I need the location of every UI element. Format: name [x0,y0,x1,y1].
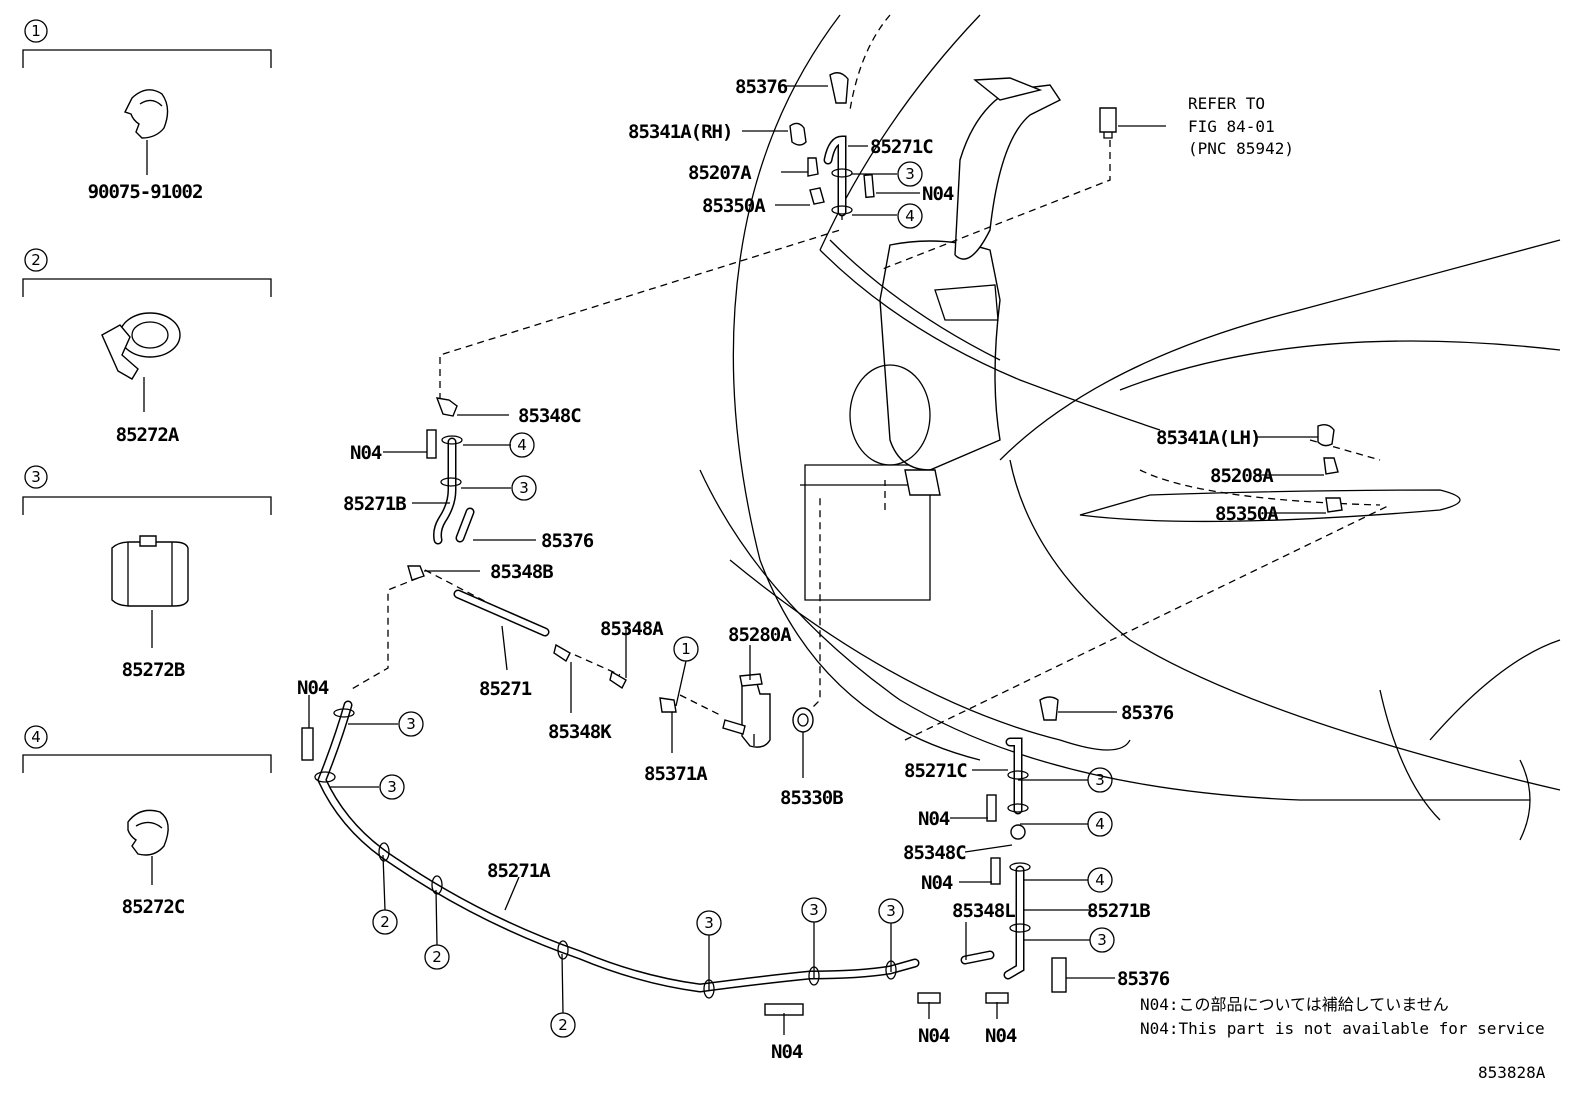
label-85280a: 85280A [728,624,792,646]
svg-text:3: 3 [387,778,397,796]
washer-tank [819,77,1161,496]
clip-clamp-icon [101,312,181,380]
svg-text:3: 3 [406,715,416,733]
label-n04-far-left: N04 [297,677,329,699]
label-85207a: 85207A [688,162,752,184]
washer-pump [722,673,771,748]
leader-lines [308,85,1326,1035]
legend-item-1: 1 90075-91002 [22,19,272,203]
svg-text:4: 4 [1095,871,1105,889]
ring-clamp-icon [127,809,169,856]
label-n04-left: N04 [350,442,382,464]
legend-item-2: 2 85272A [22,248,272,446]
label-n04-r1: N04 [918,808,950,830]
small-parts [301,72,1343,1016]
legend-item-3: 3 85272B [22,465,272,681]
svg-text:2: 2 [558,1016,568,1034]
refer-line-1: REFER TO [1188,94,1265,113]
note-english: N04:This part is not available for servi… [1140,1019,1545,1038]
svg-text:1: 1 [681,640,691,658]
svg-text:3: 3 [519,479,529,497]
label-85371a: 85371A [644,763,708,785]
label-n04-bottom-3: N04 [985,1025,1017,1047]
svg-text:2: 2 [380,913,390,931]
label-85348c-left: 85348C [518,405,581,427]
label-n04-r2: N04 [921,872,953,894]
label-n04-bottom-1: N04 [771,1041,803,1063]
svg-text:3: 3 [704,914,714,932]
svg-text:3: 3 [1097,931,1107,949]
label-n04-top: N04 [922,183,954,205]
refer-line-3: (PNC 85942) [1188,139,1294,158]
svg-text:4: 4 [517,436,527,454]
clamp-icon [124,89,169,139]
legend-part-2: 85272A [116,424,180,446]
label-85348b: 85348B [490,561,553,583]
legend: 1 90075-91002 2 85272A 3 [22,19,272,918]
label-85348a: 85348A [600,618,664,640]
nozzle-rh [789,122,807,146]
svg-text:4: 4 [31,728,41,746]
svg-text:3: 3 [1095,771,1105,789]
legend-part-3: 85272B [122,659,185,681]
label-85376-top: 85376 [735,76,788,98]
guide-lines [349,140,1391,741]
label-85271b-right: 85271B [1087,900,1150,922]
svg-text:4: 4 [905,207,915,225]
label-85350a-right: 85350A [1215,503,1279,525]
svg-text:4: 4 [1095,815,1105,833]
svg-text:2: 2 [432,948,442,966]
legend-part-4: 85272C [122,896,185,918]
notes: N04:この部品については補給していません N04:This part is n… [1140,995,1546,1082]
refer-line-2: FIG 84-01 [1188,117,1275,136]
svg-text:3: 3 [31,468,41,486]
svg-text:3: 3 [809,901,819,919]
label-85341a-rh: 85341A(RH) [628,121,732,143]
label-85350a-top: 85350A [702,195,766,217]
sleeve-clamp-icon [111,535,189,607]
svg-text:2: 2 [31,251,41,269]
legend-part-1: 90075-91002 [88,181,203,203]
label-85271c-top: 85271C [870,136,933,158]
label-85271b-left: 85271B [343,493,406,515]
label-85341a-lh: 85341A(LH) [1156,427,1260,449]
label-85271: 85271 [479,678,532,700]
hose-85271a [317,700,920,993]
label-85271a: 85271A [487,860,551,882]
part-labels: 85376 85341A(RH) 85271C 85207A 85350A N0… [297,76,1294,1063]
label-85376-bottom-right: 85376 [1117,968,1170,990]
svg-text:3: 3 [905,165,915,183]
svg-text:3: 3 [886,902,896,920]
circle-callouts: 3 4 4 3 1 3 3 2 2 2 3 3 3 3 4 4 3 [372,161,1115,1038]
label-85208a: 85208A [1210,465,1274,487]
figure-id: 853828A [1478,1063,1546,1082]
label-85376-left: 85376 [541,530,594,552]
hoses [317,135,1025,993]
svg-text:1: 1 [31,22,41,40]
label-n04-bottom-2: N04 [918,1025,950,1047]
label-85271c-right: 85271C [904,760,967,782]
label-85348c-right: 85348C [903,842,966,864]
note-japanese: N04:この部品については補給していません [1140,995,1449,1014]
label-85348l: 85348L [952,900,1015,922]
label-85330b: 85330B [780,787,843,809]
label-85348k: 85348K [548,721,612,743]
legend-item-4: 4 85272C [22,725,272,918]
label-85376-right: 85376 [1121,702,1174,724]
